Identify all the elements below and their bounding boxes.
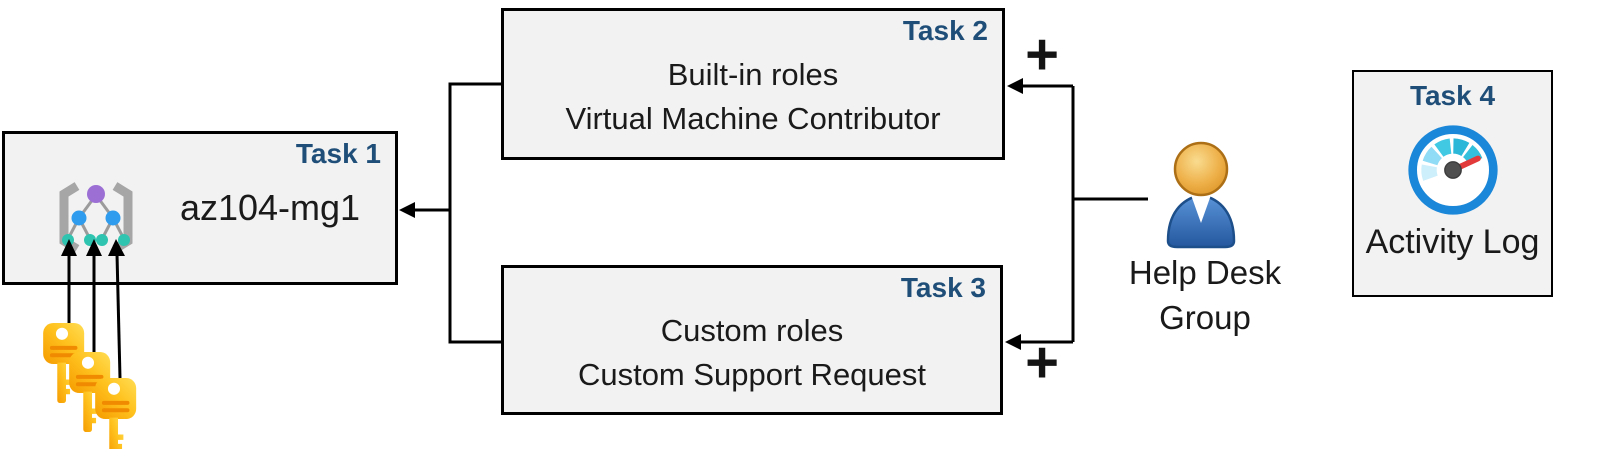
group-caption-line2: Group — [1159, 299, 1251, 336]
task2-box: Task 2 Built-in roles Virtual Machine Co… — [501, 8, 1005, 160]
task2-label: Task 2 — [902, 15, 988, 46]
task1-label: Task 1 — [295, 138, 381, 169]
task4-caption: Activity Log — [1365, 223, 1540, 261]
arrowhead-task1 — [399, 202, 415, 218]
help-desk-group-caption: Help Desk Group — [1095, 250, 1315, 340]
task3-label: Task 3 — [900, 272, 986, 303]
plus-add-role-task3: + — [1025, 330, 1059, 395]
task3-line1: Custom roles — [660, 313, 844, 348]
task3-line2: Custom Support Request — [577, 357, 927, 392]
task3-box: Task 3 Custom roles Custom Support Reque… — [501, 265, 1003, 415]
connector-bracket-roles — [448, 82, 503, 344]
gauge-icon — [1405, 122, 1501, 223]
task4-box: Task 4 Activity Log — [1352, 70, 1553, 297]
task2-line1: Built-in roles — [667, 57, 839, 92]
task3-text: Custom roles Custom Support Request — [504, 268, 1000, 412]
person-icon — [1156, 137, 1246, 254]
group-caption-line1: Help Desk — [1128, 254, 1282, 291]
plus-add-role-task2: + — [1025, 22, 1059, 87]
task1-box: Task 1 az104-mg1 — [2, 131, 398, 285]
task2-text: Built-in roles Virtual Machine Contribut… — [504, 11, 1002, 157]
key-icon — [93, 376, 139, 449]
task1-title: az104-mg1 — [179, 187, 361, 228]
task4-label: Task 4 — [1409, 80, 1496, 111]
task2-line2: Virtual Machine Contributor — [565, 101, 941, 136]
